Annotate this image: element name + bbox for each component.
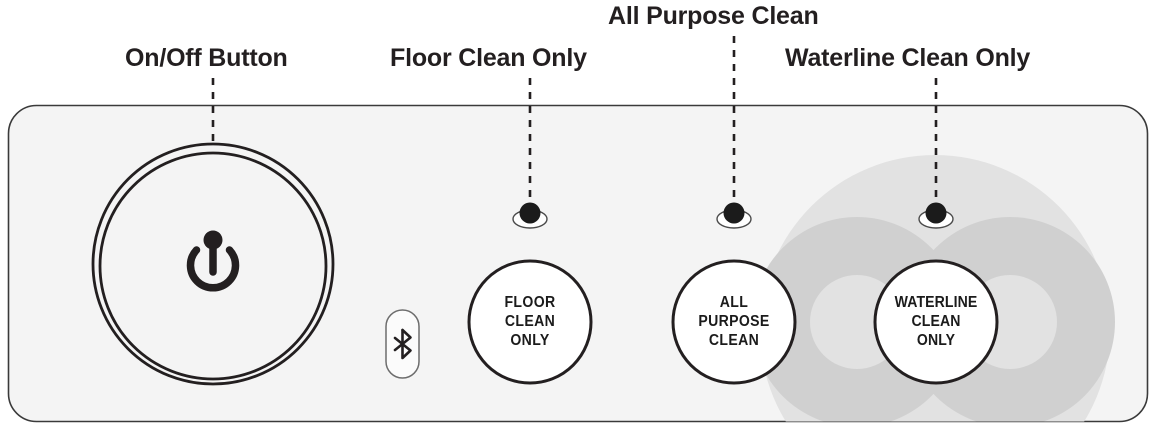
callout-label-all-purpose-clean: All Purpose Clean [608, 2, 819, 30]
leader-dot-on-off [203, 230, 223, 250]
waterline-clean-button-face [873, 259, 999, 385]
waterline-clean-only-button[interactable] [873, 259, 999, 385]
callout-label-on-off-button: On/Off Button [125, 44, 288, 72]
bluetooth-icon [393, 328, 412, 360]
floor-clean-only-button[interactable] [467, 259, 593, 385]
callout-label-waterline-clean-only: Waterline Clean Only [785, 44, 1031, 72]
all-purpose-led-lamp [723, 202, 745, 224]
floor-clean-led-lamp [519, 202, 541, 224]
waterline-clean-led [918, 202, 954, 229]
waterline-clean-led-lamp [925, 202, 947, 224]
bluetooth-indicator [385, 309, 420, 379]
all-purpose-clean-button[interactable] [671, 259, 797, 385]
floor-clean-button-face [467, 259, 593, 385]
floor-clean-led [512, 202, 548, 229]
power-button[interactable] [91, 142, 335, 386]
all-purpose-led [716, 202, 752, 229]
leader-lines [211, 36, 938, 240]
power-button-inner-ring [98, 151, 328, 381]
all-purpose-button-face [671, 259, 797, 385]
callout-label-floor-clean-only: Floor Clean Only [390, 44, 587, 72]
